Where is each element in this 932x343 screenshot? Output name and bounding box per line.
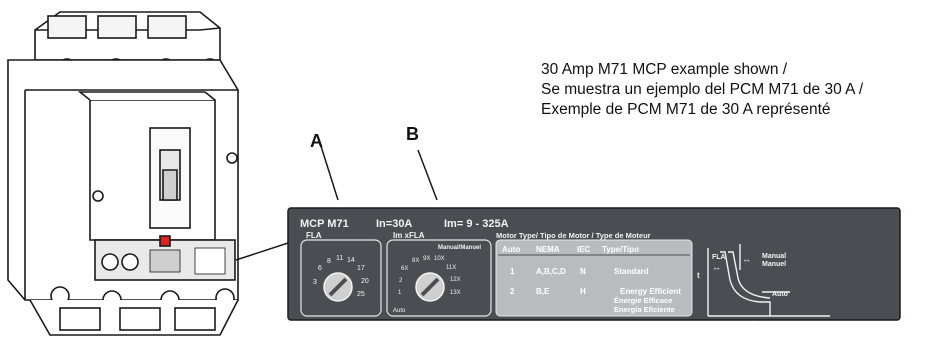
row-1-nema: A,B,C,D: [536, 267, 566, 276]
caption: 30 Amp M71 MCP example shown / Se muestr…: [541, 60, 863, 120]
auto-label: Auto: [393, 308, 406, 314]
callout-a: A: [310, 131, 323, 151]
row-1-auto: 1: [510, 267, 515, 276]
col-nema: NEMA: [536, 245, 560, 254]
row-2-auto: 2: [510, 287, 515, 296]
im-tick: 10X: [434, 256, 445, 262]
manual-label: Manual/Manuel: [438, 245, 481, 251]
im-tick: 6X: [401, 266, 408, 272]
im-tick: 1: [398, 290, 402, 296]
col-iec: IEC: [577, 245, 591, 254]
curve-auto: Auto: [772, 291, 788, 298]
curve-manual-arrow: ↔: [742, 254, 751, 264]
im-tick: 12X: [450, 277, 461, 283]
fla-label: FLA: [306, 231, 322, 240]
im-label: Im xFLA: [393, 231, 425, 240]
im-range: Im= 9 - 325A: [444, 218, 509, 230]
in-rating: In=30A: [376, 218, 412, 230]
fla-tick: 25: [357, 291, 365, 298]
caption-line-2: Se muestra un ejemplo del PCM M71 de 30 …: [541, 81, 864, 98]
curve-t: t: [697, 271, 700, 280]
curve-i: I: [757, 321, 759, 328]
row-1-iec: N: [580, 267, 586, 276]
row-2-iec: H: [580, 287, 586, 296]
col-auto: Auto: [502, 245, 520, 254]
caption-line-3: Exemple de PCM M71 de 30 A représenté: [541, 101, 831, 118]
row-2-nema: B,E: [536, 287, 550, 296]
type-translation-fr: Énergie Efficace: [614, 296, 672, 305]
im-tick: 9X: [423, 256, 430, 262]
model-label: MCP M71: [300, 218, 349, 230]
im-tick: 13X: [450, 290, 461, 296]
fla-tick: 20: [361, 278, 369, 285]
nameplate: [287, 207, 901, 321]
curve-manuel: Manuel: [762, 261, 786, 268]
im-tick: 11X: [446, 265, 456, 271]
fla-tick: 14: [347, 257, 355, 264]
curve-fla: FLA: [712, 254, 726, 261]
row-2-type: Energy Efficient: [620, 287, 681, 296]
curve-manual: Manual: [762, 253, 786, 260]
row-1-type: Standard: [614, 267, 649, 276]
fla-tick: 6: [318, 265, 322, 272]
im-tick: 2: [399, 278, 403, 284]
col-type: Type/Tipo: [602, 245, 639, 254]
fla-tick: 3: [313, 279, 317, 286]
type-translation-es: Energía Eficiente: [614, 305, 675, 314]
curve-fla-arrow: ↔: [712, 262, 721, 272]
im-tick: 8X: [412, 258, 419, 264]
fla-tick: 8: [327, 258, 331, 265]
fla-tick: 11: [336, 255, 343, 262]
fla-tick: 17: [357, 265, 365, 272]
caption-line-1: 30 Amp M71 MCP example shown /: [541, 61, 788, 78]
callout-b: B: [406, 124, 419, 144]
motor-type-header: Motor Type/ Tipo de Motor / Type de Mote…: [496, 231, 651, 240]
